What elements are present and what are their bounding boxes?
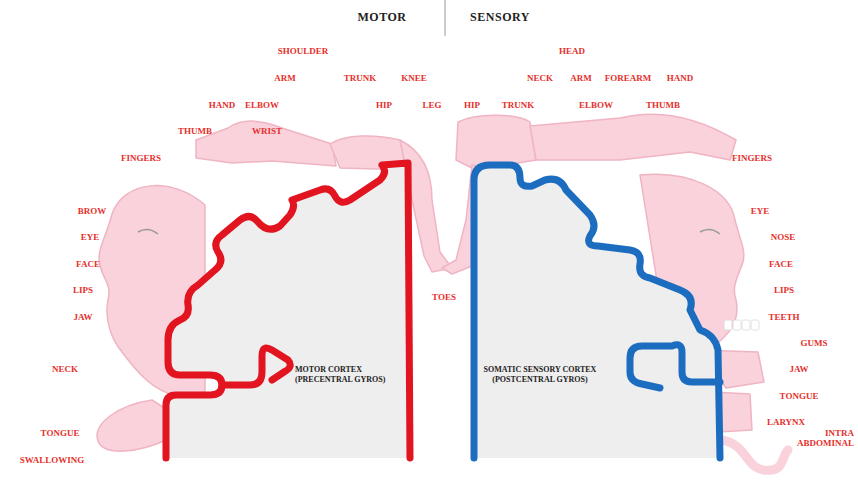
illustration-part [751, 320, 759, 330]
body-part-label: ELBOW [245, 100, 279, 110]
illustration-part [138, 229, 158, 234]
body-part-label: TRUNK [502, 100, 535, 110]
body-part-label: NECK [52, 364, 78, 374]
body-part-label: LIPS [774, 285, 794, 295]
cortex-region: MOTOR CORTEX (PRECENTRAL GYROS) [160, 155, 422, 463]
body-part-label: FINGERS [121, 153, 161, 163]
body-part-label: EYE [751, 206, 770, 216]
body-part-label: KNEE [401, 73, 427, 83]
body-part-label: SWALLOWING [20, 455, 85, 465]
cortex-gyrus-line [222, 348, 290, 385]
body-part-label: FINGERS [732, 153, 772, 163]
cortex-outline [468, 155, 730, 463]
body-part-label: WRIST [252, 126, 282, 136]
body-part-label: ARM [274, 73, 296, 83]
body-part-label: NECK [527, 73, 553, 83]
section-heading: MOTOR [358, 11, 407, 25]
cortex-name: SOMATIC SENSORY CORTEX (POSTCENTRAL GYRO… [476, 365, 604, 385]
body-part-label: JAW [789, 364, 808, 374]
body-part-label: INTRA ABDOMINAL [796, 428, 854, 449]
body-part-label: FOREARM [605, 73, 652, 83]
body-part-label: TONGUE [41, 428, 80, 438]
cortex-gyrus-line [474, 165, 720, 458]
illustration-part [733, 320, 741, 330]
body-part-label: TONGUE [780, 391, 819, 401]
cortex-name: MOTOR CORTEX (PRECENTRAL GYROS) [295, 365, 403, 385]
body-part-label: FACE [769, 259, 793, 269]
cortex-fill [474, 165, 720, 458]
body-part-label: HAND [209, 100, 236, 110]
section-heading: SENSORY [470, 11, 530, 25]
body-part-label: TRUNK [344, 73, 377, 83]
body-part-label: EYE [81, 232, 100, 242]
body-part-label: TOES [432, 292, 456, 302]
body-part-label: LIPS [73, 285, 93, 295]
illustration-part [724, 320, 732, 330]
illustration-part [445, 0, 446, 36]
body-part-label: ELBOW [579, 100, 613, 110]
body-part-label: GUMS [801, 338, 828, 348]
body-part-label: HIP [464, 100, 480, 110]
body-part-label: HAND [667, 73, 694, 83]
illustration-part [196, 121, 336, 166]
illustration-part [700, 229, 720, 234]
body-part-label: HIP [376, 100, 392, 110]
body-part-label: THUMB [178, 126, 212, 136]
cortex-gyrus-line [630, 345, 720, 388]
body-part-label: JAW [73, 312, 92, 322]
cortex-gyrus-line [166, 163, 410, 458]
illustration-part [724, 320, 759, 330]
body-part-label: ARM [570, 73, 592, 83]
illustration-part [722, 440, 788, 470]
cortex-outline [160, 155, 422, 463]
cortex-fill [166, 163, 410, 458]
body-part-label: LEG [422, 100, 441, 110]
body-part-label: NOSE [771, 232, 796, 242]
body-part-label: FACE [76, 259, 100, 269]
cortex-region: SOMATIC SENSORY CORTEX (POSTCENTRAL GYRO… [468, 155, 730, 463]
illustration-part [742, 320, 750, 330]
body-part-label: TEETH [768, 312, 799, 322]
body-part-label: HEAD [559, 46, 585, 56]
body-part-label: SHOULDER [278, 46, 329, 56]
body-part-label: THUMB [646, 100, 680, 110]
illustration-part [530, 114, 736, 160]
body-part-label: BROW [78, 206, 107, 216]
body-part-label: LARYNX [767, 417, 805, 427]
